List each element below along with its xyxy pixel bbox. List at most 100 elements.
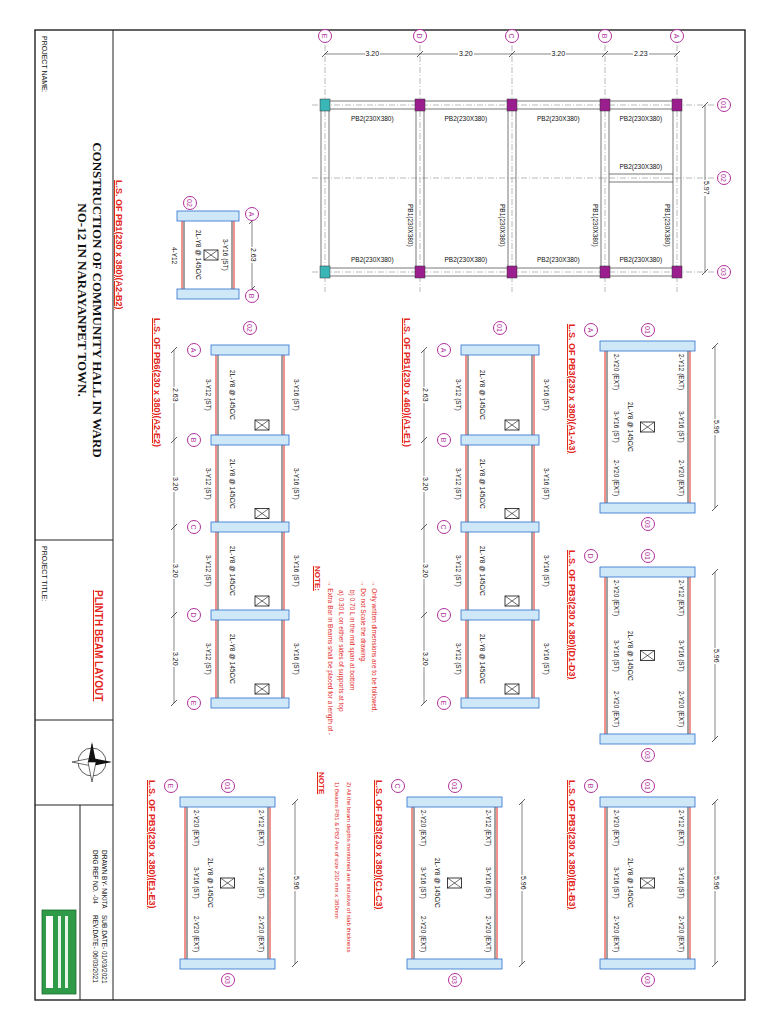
beam-label: PB2(230X380) — [445, 256, 488, 263]
rebar-label: 3-Y16 (ST) — [485, 867, 492, 899]
grid-label: E — [322, 34, 329, 39]
dimension-tick — [171, 437, 177, 443]
note-heading: NOTE — [317, 772, 326, 794]
grid-label: C — [395, 783, 402, 788]
dimension-tick — [171, 612, 177, 618]
rebar-label: 3-Y16 (ST) — [613, 411, 620, 443]
column-support — [461, 610, 539, 620]
column-support — [461, 345, 539, 355]
column — [672, 266, 682, 278]
column-support — [600, 567, 695, 577]
section-mark — [255, 420, 269, 430]
rebar-line — [607, 572, 608, 739]
section-mark — [641, 651, 655, 661]
column-support — [407, 797, 502, 807]
grid-bubble: A — [670, 29, 684, 43]
dimension-tick — [421, 437, 427, 443]
title-block-text: DRAWN BY- NIKITA — [101, 850, 108, 909]
grid-bubble: 01 — [717, 98, 731, 112]
note-text: → Do not Scale the drawing. — [360, 580, 367, 663]
dimension-text: 5.96 — [292, 875, 300, 891]
rebar-label: 2L-Y8 @ 145C/C — [229, 459, 236, 509]
plan-beam — [329, 109, 330, 268]
grid-label: E — [168, 784, 175, 789]
grid-bubble: 03 — [448, 973, 462, 987]
grid-bubble: D — [187, 608, 201, 622]
section-title: L.S. OF PB1(230 x 460)(A1-E1) — [402, 318, 412, 447]
grid-bubble: 02 — [243, 321, 257, 335]
grid-label: B — [191, 438, 198, 443]
beam-label: PB2(230X380) — [351, 115, 394, 122]
grid-bubble: 01 — [641, 549, 655, 563]
dimension-text: 5.97 — [702, 180, 710, 196]
beam-label: PB2(230X380) — [445, 115, 488, 122]
grid-label: 03 — [224, 976, 231, 984]
grid-label: 03 — [451, 976, 458, 984]
note-text: a) 0.30 L on either sides of supports at… — [338, 590, 345, 712]
grid-line — [325, 45, 326, 292]
rebar-label: 2-Y20 (EXT) — [193, 916, 200, 952]
grid-label: D — [417, 33, 424, 38]
section-title: L.S. OF PB3(230 x 380)(D1-D3) — [567, 550, 577, 680]
grid-label: B — [588, 784, 595, 789]
section-mark — [505, 420, 519, 430]
section-mark — [448, 878, 462, 888]
grid-line — [420, 45, 421, 292]
section-mark — [505, 684, 519, 694]
dimension-tick — [519, 961, 525, 967]
rebar-label: 2L-Y8 @ 145C/C — [479, 634, 486, 684]
grid-label: 01 — [451, 782, 458, 790]
rebar-label: 2-Y20 (EXT) — [678, 916, 685, 952]
column — [320, 266, 330, 278]
grid-bubble: 03 — [221, 973, 235, 987]
rebar-label: 2-Y12 (EXT) — [485, 810, 492, 846]
grid-label: 03 — [721, 268, 728, 276]
dimension-text: 5.96 — [712, 419, 720, 435]
section-mark — [505, 596, 519, 606]
grid-bubble: 01 — [448, 779, 462, 793]
grid-line — [677, 45, 678, 292]
section-title: L.S. OF PB6(230 x 380)(A2-E2) — [152, 318, 162, 447]
beam-outline — [605, 798, 690, 968]
column-support — [600, 341, 695, 351]
beam-outline — [412, 798, 497, 968]
rebar-line — [184, 216, 185, 294]
grid-label: 02 — [187, 199, 194, 207]
grid-bubble: C — [505, 29, 519, 43]
dimension-text: 3.20 — [458, 50, 474, 58]
dimension-tick — [712, 961, 718, 967]
rebar-label: 2-Y20 (EXT) — [193, 810, 200, 846]
dimension-tick — [421, 347, 427, 353]
grid-bubble: E — [187, 696, 201, 710]
dimension-tick — [421, 524, 427, 530]
section-mark — [505, 684, 519, 694]
dimension-text: 2.63 — [171, 387, 179, 403]
section-mark — [505, 509, 519, 519]
grid-bubble: E — [164, 779, 178, 793]
note-text: → Only written dimensions are to be foll… — [371, 580, 378, 712]
plan-beam — [321, 268, 681, 269]
rebar-label: 2-Y12 (EXT) — [678, 354, 685, 390]
logo-panel — [46, 916, 53, 988]
plan-beam — [609, 182, 673, 183]
logo-block — [42, 910, 76, 994]
rebar-line — [607, 346, 608, 508]
rebar-label: 3-Y16 (ST) — [613, 867, 620, 899]
section-title: L.S. OF PB3(230 x 380)(C1-C3) — [374, 780, 384, 910]
dimension-tick — [322, 51, 328, 57]
section-mark — [255, 420, 269, 430]
grid-label: 01 — [644, 782, 651, 790]
plan-beam — [516, 109, 517, 268]
title-block-text: REV.DATE- 06/03/2021 — [92, 915, 99, 983]
grid-label: 02 — [721, 174, 728, 182]
column-support — [600, 734, 695, 744]
grid-bubble: E — [318, 29, 332, 43]
section-mark — [641, 651, 655, 661]
rebar-label: 2-Y12 (EXT) — [678, 810, 685, 846]
grid-bubble: B — [187, 433, 201, 447]
rebar-label: 2-Y20 (EXT) — [420, 810, 427, 846]
section-mark — [221, 878, 235, 888]
rebar-line — [495, 802, 496, 964]
section-mark — [641, 422, 655, 432]
grid-label: C — [191, 524, 198, 529]
